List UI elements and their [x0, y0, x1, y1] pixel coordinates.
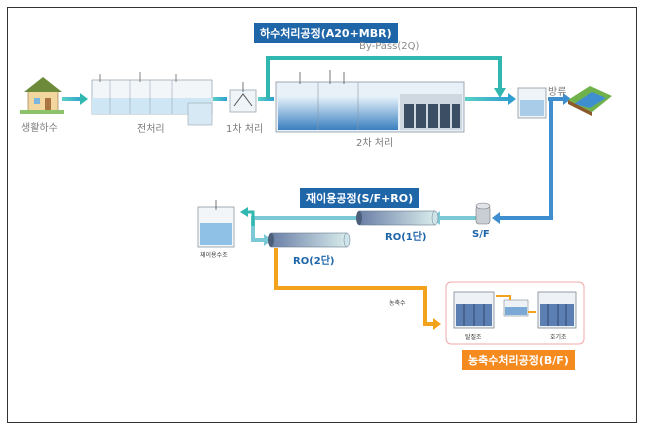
arrow-to-sf — [492, 212, 500, 224]
aerobic-tank-label: 호기조 — [550, 334, 567, 341]
arrow-to-reuse-tank — [240, 207, 248, 217]
ro2-label: RO(2단) — [293, 256, 335, 267]
pretreatment-unit — [91, 72, 213, 126]
sf-label: S/F — [472, 229, 490, 240]
sf-filter-unit — [475, 202, 491, 225]
primary-unit — [229, 82, 257, 113]
bypass-line — [266, 56, 502, 99]
primary-label: 1차 처리 — [226, 124, 264, 135]
reuse-water-tank — [197, 200, 235, 248]
pipe-concentrate — [274, 248, 436, 326]
ro1-unit — [356, 210, 439, 226]
input-label: 생활하수 — [21, 123, 58, 134]
pipe-secondary-out — [465, 97, 510, 101]
diagram-frame — [7, 7, 637, 423]
denitrification-tank — [453, 291, 495, 329]
reuse-tank-label: 재이용수조 — [200, 252, 228, 259]
discharge-label: 방류 — [548, 87, 567, 98]
concentrate-process-title: 농축수처리공정(B/F) — [462, 350, 575, 370]
discharge-tank — [517, 87, 547, 119]
pipe-inlet — [62, 97, 84, 101]
reuse-process-title: 재이용공정(S/F+RO) — [300, 188, 420, 208]
pipe-denitri-to-mid — [496, 295, 511, 300]
arrow-to-discharge-tank — [508, 93, 516, 105]
house-icon — [20, 77, 64, 114]
pipe-ro1-to-ro2 — [251, 216, 359, 242]
pipe-sf-to-ro1 — [436, 216, 476, 220]
aerobic-tank — [537, 291, 577, 329]
middle-small-tank — [503, 299, 529, 317]
arrow-to-river — [563, 93, 571, 105]
arrow-concentrate — [433, 318, 441, 330]
ro1-label: RO(1단) — [385, 232, 427, 243]
sewage-process-title: 하수처리공정(A20+MBR) — [254, 23, 398, 43]
secondary-unit — [275, 70, 465, 133]
bypass-label: By-Pass(2Q) — [359, 41, 420, 52]
bypass-arrowhead — [494, 88, 506, 98]
arrow-inlet — [80, 93, 88, 105]
ro2-unit — [268, 232, 351, 248]
denitrification-tank-label: 탈질조 — [465, 334, 482, 341]
pipe-pre-to-primary — [213, 97, 227, 101]
river-icon — [568, 86, 612, 116]
concentrate-label: 농축수 — [389, 300, 406, 307]
secondary-label: 2차 처리 — [356, 138, 394, 149]
pipe-effluent-to-reuse — [497, 101, 553, 220]
pretreatment-label: 전처리 — [137, 124, 165, 135]
pipe-to-river — [548, 97, 566, 101]
